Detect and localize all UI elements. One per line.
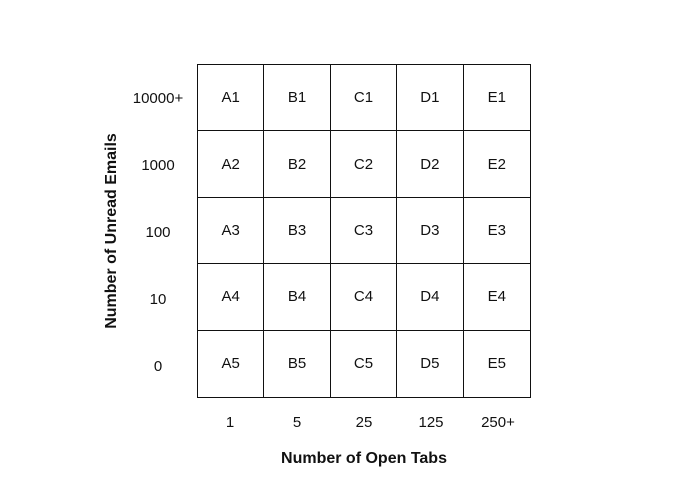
- grid-cell: A2: [198, 131, 265, 198]
- y-axis-title: Number of Unread Emails: [103, 133, 120, 329]
- grid-cell: A4: [198, 264, 265, 331]
- x-tick-label: 250+: [481, 414, 515, 431]
- grid-cell: A5: [198, 330, 265, 397]
- grid-cell: B2: [264, 131, 331, 198]
- grid-cell: B3: [264, 197, 331, 265]
- grid-cell: D2: [397, 131, 464, 198]
- grid-cell: B5: [264, 330, 331, 397]
- y-tick-label: 10: [149, 291, 167, 308]
- grid-cell: B1: [264, 65, 331, 132]
- matrix-grid: A1 B1 C1 D1 E1 A2 B2 C2 D2 E2 A3 B3 C3 D…: [197, 64, 531, 398]
- grid-cell: E5: [487, 355, 506, 373]
- grid-cell: C2: [330, 131, 398, 198]
- y-tick-label: 100: [145, 224, 171, 241]
- grid-cell: D4: [397, 264, 464, 331]
- x-tick-label: 25: [355, 414, 373, 431]
- grid-cell: C3: [330, 197, 398, 265]
- grid-cell: C4: [330, 264, 398, 331]
- grid-cell: E1: [463, 65, 530, 132]
- y-tick-label: 1000: [141, 157, 175, 174]
- x-axis-title: Number of Open Tabs: [281, 450, 447, 467]
- grid-cell: E2: [463, 131, 530, 198]
- grid-cell: D5: [397, 330, 464, 397]
- grid-cell: B4: [264, 264, 331, 331]
- grid-cell: D1: [397, 65, 464, 132]
- x-tick-label: 1: [225, 414, 235, 431]
- grid-cell: C5: [331, 330, 398, 397]
- grid-cell: E4: [463, 264, 530, 331]
- grid-cell: A3: [198, 197, 265, 265]
- grid-cell: C1: [330, 65, 398, 132]
- grid-cell: D3: [397, 197, 464, 265]
- x-tick-label: 5: [292, 414, 302, 431]
- grid-cell: E3: [463, 198, 530, 265]
- y-tick-label: 10000+: [132, 90, 184, 107]
- grid-cell: A1: [198, 65, 265, 132]
- x-tick-label: 125: [418, 414, 444, 431]
- y-tick-label: 0: [153, 358, 163, 375]
